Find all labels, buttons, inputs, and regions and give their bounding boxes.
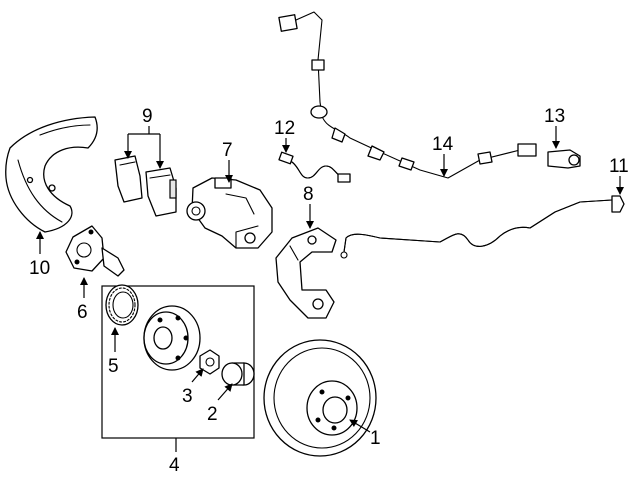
- callout-4: 4: [169, 455, 180, 476]
- callout-13: 13: [544, 106, 565, 127]
- brake-line-part[interactable]: [340, 195, 625, 259]
- caliper-bracket-part[interactable]: [275, 227, 337, 319]
- callout-14: 14: [432, 134, 454, 155]
- callout-9: 9: [142, 106, 153, 127]
- callout-8: 8: [303, 184, 314, 205]
- hub-nut-part[interactable]: [199, 349, 220, 375]
- callout-10: 10: [29, 258, 50, 279]
- knuckle-part[interactable]: [65, 225, 125, 277]
- brake-disc-part[interactable]: [263, 339, 377, 457]
- brake-hose-part[interactable]: [278, 151, 351, 183]
- wheel-hub-part[interactable]: [143, 305, 201, 371]
- callout-2: 2: [207, 404, 218, 425]
- abs-sensor-wire-part[interactable]: [278, 11, 537, 179]
- callout-11: 11: [609, 156, 629, 177]
- caliper-part[interactable]: [186, 177, 273, 249]
- callout-1: 1: [370, 428, 381, 449]
- splash-shield-part[interactable]: [5, 116, 98, 233]
- abs-ring-part[interactable]: [105, 284, 139, 326]
- callout-12: 12: [274, 118, 295, 139]
- abs-sensor-part[interactable]: [547, 149, 581, 169]
- dust-cap-part[interactable]: [221, 362, 255, 386]
- callout-6: 6: [77, 302, 88, 323]
- hub-assembly-box: [101, 285, 255, 439]
- callout-5: 5: [108, 356, 119, 377]
- callout-7: 7: [222, 140, 233, 161]
- leader-lines: [36, 126, 624, 452]
- callout-3: 3: [182, 386, 193, 407]
- brake-pads-part[interactable]: [114, 155, 177, 217]
